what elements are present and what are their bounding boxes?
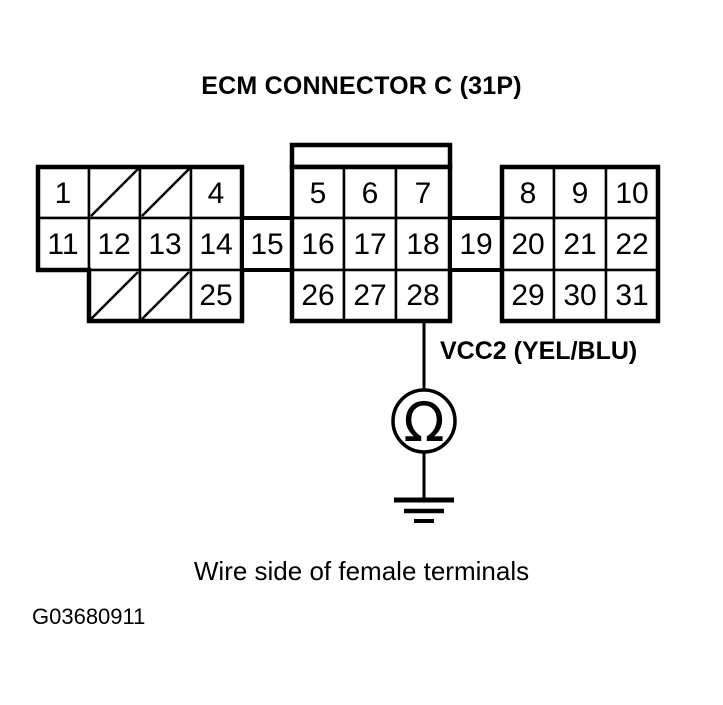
pin-label-29: 29 <box>511 279 544 312</box>
pin-label-27: 27 <box>353 279 386 312</box>
left-block-outline <box>35 164 245 324</box>
ecm-connector-c-diagram: 1 4 11 12 13 14 25 15 5 6 7 16 17 18 26 … <box>35 142 661 523</box>
pin-label-11: 11 <box>47 228 78 261</box>
pin-label-26: 26 <box>301 279 334 312</box>
pin-cell-28 <box>394 268 452 323</box>
pin-label-4: 4 <box>208 177 225 210</box>
pin-label-8: 8 <box>520 177 537 210</box>
figure-id-label: G03680911 <box>32 604 146 629</box>
pin-label-15: 15 <box>250 228 283 261</box>
pin-cell-1 <box>36 165 91 220</box>
blank-slash-icon <box>90 271 139 320</box>
blank-slash-icon <box>90 168 139 217</box>
blank-slash-icon <box>141 168 190 217</box>
pin-cell-22 <box>604 216 660 272</box>
pin-label-5: 5 <box>310 177 327 210</box>
pin-cell-19 <box>448 216 504 272</box>
connector-block-left <box>35 164 245 324</box>
pin-cell-17 <box>342 216 398 272</box>
pin-label-31: 31 <box>615 279 648 312</box>
pin-label-21: 21 <box>563 228 596 261</box>
pin-label-6: 6 <box>362 177 379 210</box>
pin-label-10: 10 <box>615 177 648 210</box>
pin-label-19: 19 <box>459 228 492 261</box>
pin-label-28: 28 <box>406 279 439 312</box>
connector-bridge-left <box>240 216 294 272</box>
pin-label-12: 12 <box>97 228 130 261</box>
pin-cell-11 <box>36 216 91 272</box>
pin-cell-20 <box>500 216 556 272</box>
page-title: ECM CONNECTOR C (31P) <box>201 72 522 100</box>
signal-label-vcc2: VCC2 (YEL/BLU) <box>440 337 638 365</box>
pin-label-25: 25 <box>199 279 232 312</box>
pin-label-14: 14 <box>199 228 232 261</box>
pin-cell-10 <box>604 165 660 220</box>
connector-block-right <box>499 164 661 324</box>
pin-label-22: 22 <box>615 228 648 261</box>
pin-number-labels: 1 4 11 12 13 14 25 15 5 6 7 16 17 18 26 … <box>47 177 648 312</box>
pin-label-9: 9 <box>572 177 589 210</box>
pin-label-18: 18 <box>406 228 439 261</box>
right-block-outline <box>499 164 661 324</box>
connector-bridge-right <box>448 216 504 272</box>
connector-locking-tab <box>289 142 453 170</box>
pin-cell-13 <box>138 216 193 272</box>
pin-label-17: 17 <box>353 228 386 261</box>
pin-label-7: 7 <box>415 177 432 210</box>
connector-block-middle <box>289 142 453 324</box>
pin-label-1: 1 <box>55 177 72 210</box>
pin-label-30: 30 <box>563 279 596 312</box>
ohm-symbol-icon: Ω <box>403 391 444 454</box>
pin-label-13: 13 <box>148 228 181 261</box>
pin-cell-25 <box>189 268 244 323</box>
blank-slash-icon <box>141 271 190 320</box>
measurement-circuit: Ω <box>391 321 457 523</box>
pin-label-16: 16 <box>301 228 334 261</box>
pin-cell-15 <box>240 216 294 272</box>
pin-label-20: 20 <box>511 228 544 261</box>
pin-cell-7 <box>394 165 452 220</box>
view-caption: Wire side of female terminals <box>193 556 530 586</box>
